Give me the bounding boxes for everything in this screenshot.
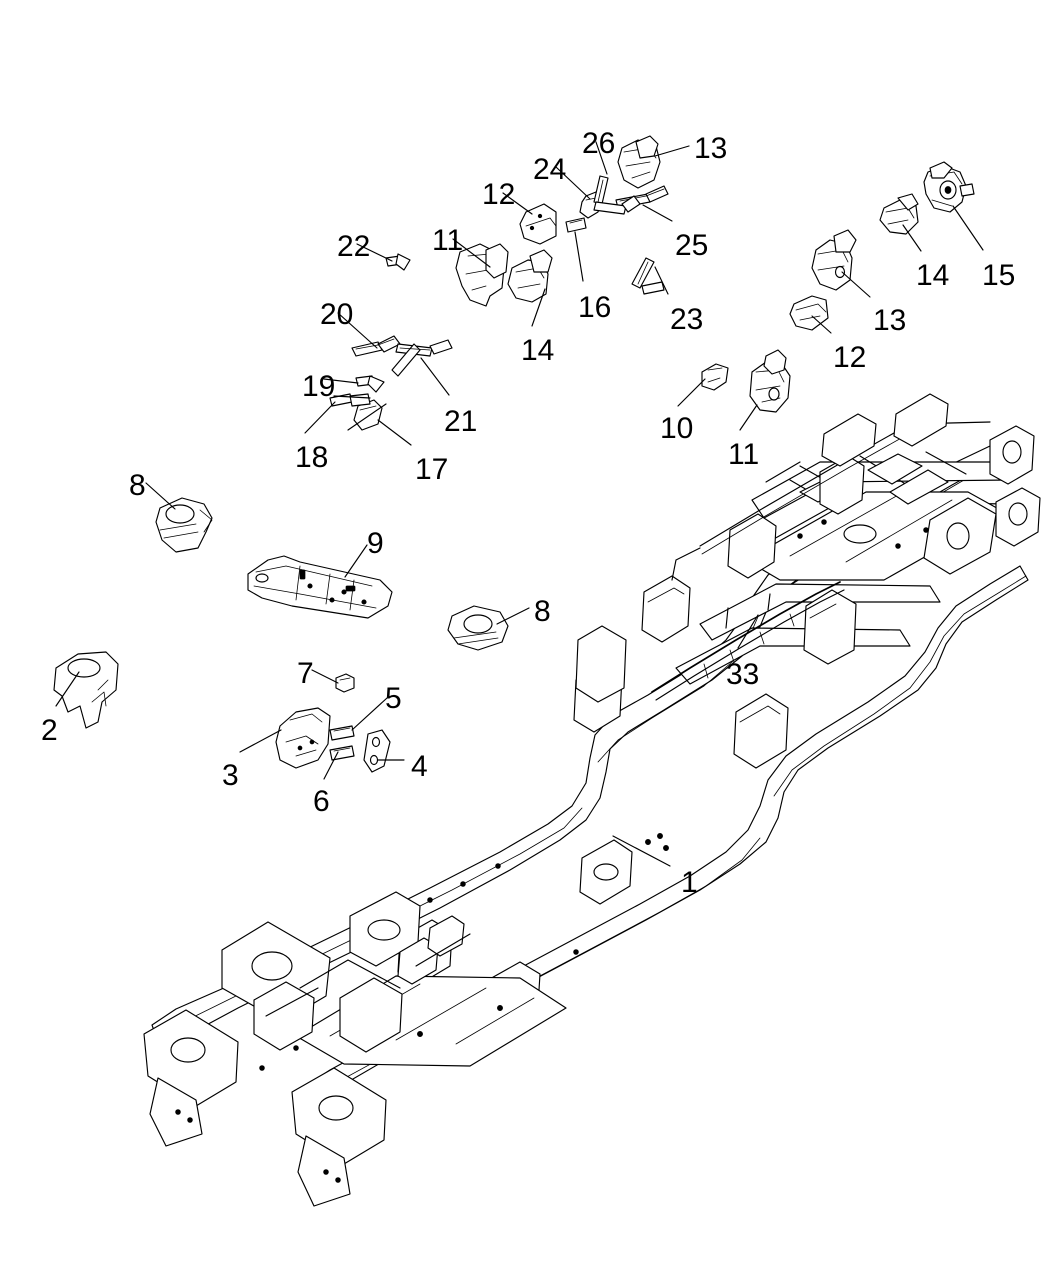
callout-number-11: 11 xyxy=(432,224,464,257)
callout-number-20: 20 xyxy=(320,298,354,331)
callout-leader-14 xyxy=(531,288,546,327)
part-11-bracket-a xyxy=(455,243,509,307)
part-15-bracket xyxy=(923,161,975,213)
callout-number-3: 3 xyxy=(222,759,239,792)
part-6-pin xyxy=(329,745,355,761)
callout-leader-23 xyxy=(654,266,669,295)
callout-leader-7 xyxy=(311,669,339,684)
callout-leader-11 xyxy=(739,404,758,431)
frame-front-section xyxy=(143,891,567,1207)
frame-upper-rear-tubes xyxy=(671,393,991,581)
callout-leader-12 xyxy=(811,315,832,334)
part-13-bracket-b xyxy=(811,229,857,291)
callout-leader-17 xyxy=(377,419,412,446)
part-22-pin xyxy=(385,253,411,271)
part-9-crossmember xyxy=(247,555,393,619)
part-19-clip xyxy=(355,375,385,393)
callout-leader-14 xyxy=(902,224,922,252)
callout-number-1: 1 xyxy=(681,866,698,899)
part-4-link-plate xyxy=(363,729,391,773)
callout-leader-13 xyxy=(654,145,690,157)
callout-number-8: 8 xyxy=(534,595,551,628)
callout-number-21: 21 xyxy=(444,405,478,438)
callout-leader-9 xyxy=(344,544,368,578)
part-14-bracket-a xyxy=(507,249,553,303)
callout-number-15: 15 xyxy=(982,259,1016,292)
callout-leader-15 xyxy=(952,205,984,251)
callout-number-19: 19 xyxy=(302,370,336,403)
callout-number-22: 22 xyxy=(337,230,371,263)
callout-leader-6 xyxy=(323,751,339,780)
callout-number-8: 8 xyxy=(129,469,146,502)
part-5-pin xyxy=(329,725,355,741)
frame-tube-33 xyxy=(651,581,845,701)
part-16-pin xyxy=(565,217,587,233)
part-26-rod xyxy=(593,175,641,215)
callout-leader-19 xyxy=(323,378,359,384)
callout-number-2: 2 xyxy=(41,714,58,747)
callout-number-26: 26 xyxy=(582,127,616,160)
callout-leader-16 xyxy=(574,231,584,282)
callout-leader-12 xyxy=(502,192,533,215)
callout-leader-3 xyxy=(239,729,282,753)
callout-leader-24 xyxy=(555,166,591,200)
callout-number-16: 16 xyxy=(578,291,612,324)
frame-rear-crossmembers xyxy=(675,425,1041,685)
callout-number-10: 10 xyxy=(660,412,694,445)
part-14-bracket-b xyxy=(879,193,919,235)
callout-number-13: 13 xyxy=(873,304,907,337)
callout-leader-20 xyxy=(337,312,378,349)
callout-leader-8 xyxy=(496,607,530,625)
part-18-rod xyxy=(329,393,371,407)
callout-number-5: 5 xyxy=(385,682,402,715)
callout-number-9: 9 xyxy=(367,527,384,560)
callout-number-6: 6 xyxy=(313,785,330,818)
part-11-bracket-b xyxy=(749,349,791,413)
callout-number-12: 12 xyxy=(833,341,867,374)
callout-leader-13 xyxy=(841,271,871,298)
part-3-bracket xyxy=(275,707,331,769)
part-8-body-mount-right xyxy=(447,605,509,651)
part-12-bracket-a xyxy=(519,203,557,245)
callout-number-25: 25 xyxy=(675,229,709,262)
callout-leader-10 xyxy=(677,378,706,407)
callout-number-18: 18 xyxy=(295,441,329,474)
callout-number-13: 13 xyxy=(694,132,728,165)
callout-leader-25 xyxy=(642,204,673,222)
callout-leader-11 xyxy=(452,238,491,268)
part-2-bracket xyxy=(53,651,119,729)
callout-number-24: 24 xyxy=(533,153,567,186)
part-17-bracket xyxy=(347,399,387,431)
main-frame-assembly xyxy=(143,393,1041,1207)
part-10-clip xyxy=(701,363,729,391)
callout-number-7: 7 xyxy=(297,657,314,690)
callout-number-11: 11 xyxy=(728,438,760,471)
callout-leader-26 xyxy=(595,141,608,175)
callout-number-14: 14 xyxy=(521,334,555,367)
callout-number-33: 33 xyxy=(726,658,760,691)
callout-number-23: 23 xyxy=(670,303,704,336)
part-20-rod xyxy=(351,335,401,357)
leader-lines xyxy=(55,141,984,867)
callout-leader-22 xyxy=(356,243,393,262)
callout-leader-2 xyxy=(55,671,80,707)
callout-leader-1 xyxy=(612,835,671,867)
callout-leader-33 xyxy=(737,614,759,649)
callout-leader-8 xyxy=(145,482,176,510)
callout-leader-21 xyxy=(420,357,450,396)
callout-number-14: 14 xyxy=(916,259,950,292)
callout-number-4: 4 xyxy=(411,750,428,783)
callout-leader-18 xyxy=(304,401,336,434)
part-7-nut xyxy=(335,673,355,693)
callout-leader-5 xyxy=(351,697,388,731)
part-13-bracket-a xyxy=(617,135,661,189)
part-23-rod xyxy=(631,257,665,295)
callout-number-12: 12 xyxy=(482,178,516,211)
part-8-body-mount-left xyxy=(155,497,213,553)
callout-number-17: 17 xyxy=(415,453,449,486)
part-21-rods xyxy=(391,339,453,377)
